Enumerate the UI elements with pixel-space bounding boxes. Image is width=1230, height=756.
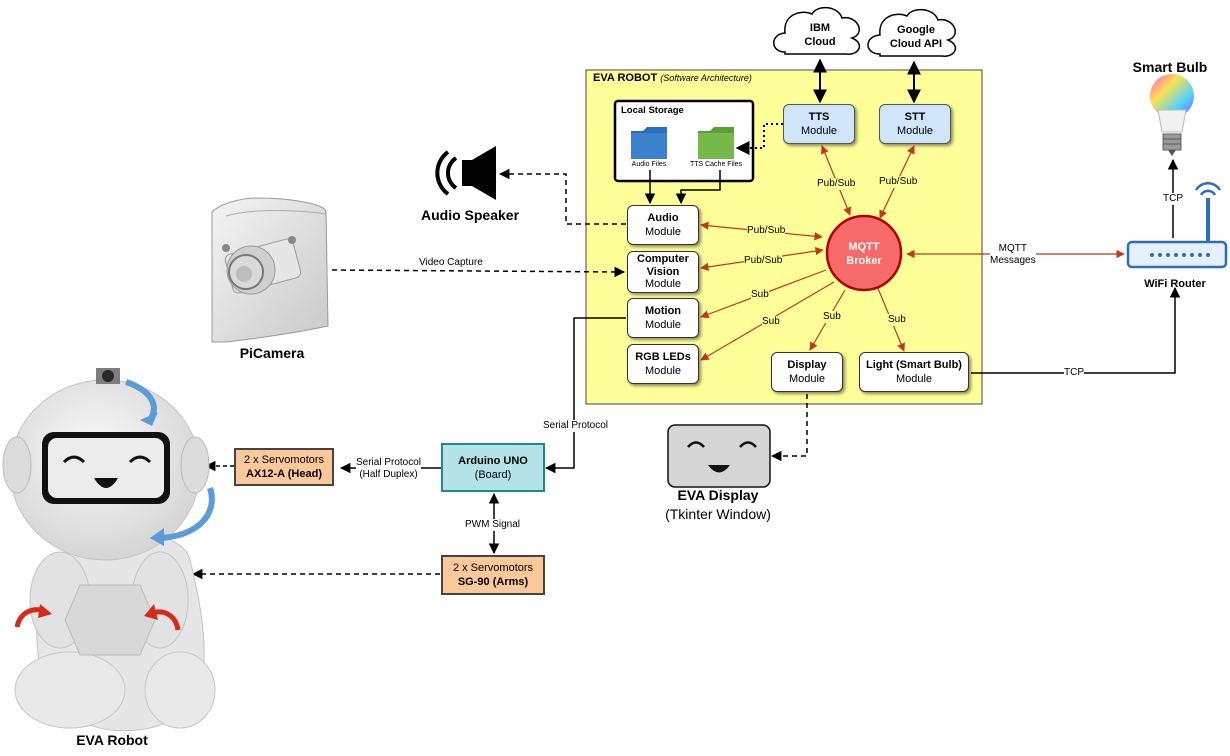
label-serial-half-duplex: Serial Protocol (Half Duplex)	[356, 457, 422, 481]
audio-module: Audio Module	[627, 205, 699, 245]
head-servomotors: 2 x Servomotors AX12-A (Head)	[234, 448, 334, 486]
head-servo-line1: 2 x Servomotors	[243, 454, 325, 466]
cv-module-title-2: Vision	[646, 265, 680, 278]
mqtt-broker-circle	[825, 214, 903, 292]
audio-speaker-caption: Audio Speaker	[420, 207, 520, 223]
tts-cache-link	[735, 123, 783, 155]
audio-files-folder-icon	[631, 127, 667, 159]
label-pubsub-cv: Pub/Sub	[744, 255, 783, 267]
local-storage-box	[613, 99, 755, 183]
audio-speaker-link	[498, 168, 626, 225]
mqtt-broker-line2: Broker	[846, 255, 882, 267]
google-cloud-line2: Cloud API	[889, 38, 943, 50]
tts-cache-files-label: TTS Cache Files	[689, 161, 743, 168]
ibm-cloud-line1: IBM	[809, 22, 831, 34]
arduino-title: Arduino UNO	[458, 454, 528, 467]
stt-module-title: STT	[904, 111, 926, 123]
local-storage-title: Local Storage	[621, 105, 684, 116]
eva-robot-caption: EVA Robot	[76, 732, 148, 748]
display-module: Display Module	[771, 352, 843, 392]
tts-module: TTS Module	[783, 104, 855, 144]
ibm-cloud-line2: Cloud	[804, 36, 836, 48]
light-module-sub: Module	[895, 373, 933, 385]
arms-servomotors: 2 x Servomotors SG-90 (Arms)	[441, 555, 545, 595]
rgb-module-title: RGB LEDs	[635, 351, 691, 363]
picamera-image	[211, 197, 329, 343]
cv-module-title-1: Computer	[637, 253, 689, 266]
rgb-leds-module: RGB LEDs Module	[627, 344, 699, 384]
motion-module: Motion Module	[627, 298, 699, 338]
label-serial-protocol: Serial Protocol	[543, 420, 609, 432]
cache-audio-link	[675, 170, 721, 205]
ibm-cloud: IBM Cloud	[790, 20, 850, 50]
label-pubsub-stt: Pub/Sub	[879, 176, 918, 188]
mqtt-broker-line1: MQTT	[848, 241, 880, 253]
tts-module-title: TTS	[808, 111, 830, 123]
ibm-cloud-icon	[773, 6, 861, 55]
google-cloud-line1: Google	[897, 24, 935, 36]
audio-speaker-icon	[435, 146, 496, 200]
label-serial-half-line1: Serial Protocol	[356, 457, 422, 468]
eva-display-subcaption: (Tkinter Window)	[665, 506, 771, 522]
arduino-sub: (Board)	[474, 468, 512, 481]
eva-display-caption: EVA Display	[677, 487, 759, 503]
label-pwm-signal: PWM Signal	[465, 519, 521, 531]
label-sub-motion: Sub	[751, 289, 769, 301]
motion-module-sub: Module	[644, 319, 682, 331]
display-module-sub: Module	[788, 373, 826, 385]
arduino-uno-board: Arduino UNO (Board)	[441, 443, 545, 492]
camera-cv-link	[331, 266, 626, 278]
arms-servo-line1: 2 x Servomotors	[452, 562, 534, 574]
google-cloud-icon	[867, 8, 957, 57]
stt-module-sub: Module	[896, 125, 934, 137]
mqtt-broker: MQTT Broker	[827, 238, 901, 270]
label-mqtt-line2: Messages	[990, 255, 1036, 266]
stt-module: STT Module	[879, 104, 951, 144]
audio-module-sub: Module	[644, 226, 682, 238]
smart-bulb-caption: Smart Bulb	[1132, 59, 1208, 75]
eva-display-window-image	[667, 424, 771, 488]
label-video-capture: Video Capture	[419, 257, 483, 269]
motion-module-title: Motion	[644, 305, 682, 317]
cv-module-sub: Module	[644, 278, 682, 291]
eva-robot-image	[2, 368, 216, 732]
rgb-module-sub: Module	[644, 365, 682, 377]
tts-cache-folder-icon	[698, 127, 734, 159]
tts-module-sub: Module	[800, 125, 838, 137]
audio-files-label: Audio Files	[631, 161, 667, 168]
architecture-subtitle: (Software Architecture)	[660, 73, 752, 83]
light-module: Light (Smart Bulb) Module	[859, 352, 969, 392]
architecture-title-main: EVA ROBOT	[593, 72, 658, 84]
light-router-link	[971, 286, 1181, 374]
google-cloud: Google Cloud API	[878, 22, 954, 52]
wifi-router-caption: WiFi Router	[1144, 278, 1206, 290]
architecture-title: EVA ROBOT (Software Architecture)	[593, 72, 752, 84]
computer-vision-module: Computer Vision Module	[627, 251, 699, 293]
label-serial-half-line2: (Half Duplex)	[359, 469, 418, 480]
picamera-caption: PiCamera	[239, 345, 305, 361]
light-module-title: Light (Smart Bulb)	[866, 359, 962, 371]
display-window-link	[770, 394, 808, 462]
head-servo-line2: AX12-A (Head)	[246, 468, 322, 480]
arms-servo-line2: SG-90 (Arms)	[457, 576, 529, 588]
label-mqtt-line1: MQTT	[998, 243, 1027, 254]
label-tcp-light: TCP	[1064, 367, 1084, 379]
display-module-title: Display	[787, 359, 827, 371]
label-sub-rgb: Sub	[762, 316, 780, 328]
label-tcp-bulb: TCP	[1163, 193, 1183, 205]
motion-arduino-link	[544, 317, 626, 474]
smart-bulb-icon	[1150, 74, 1194, 156]
label-sub-display: Sub	[823, 311, 841, 323]
label-sub-light: Sub	[888, 314, 906, 326]
label-pubsub-tts: Pub/Sub	[817, 178, 856, 190]
audio-module-title: Audio	[647, 212, 679, 224]
wifi-router-icon	[1126, 181, 1228, 269]
label-pubsub-audio: Pub/Sub	[747, 225, 786, 237]
label-mqtt-messages: MQTT Messages	[990, 243, 1036, 267]
